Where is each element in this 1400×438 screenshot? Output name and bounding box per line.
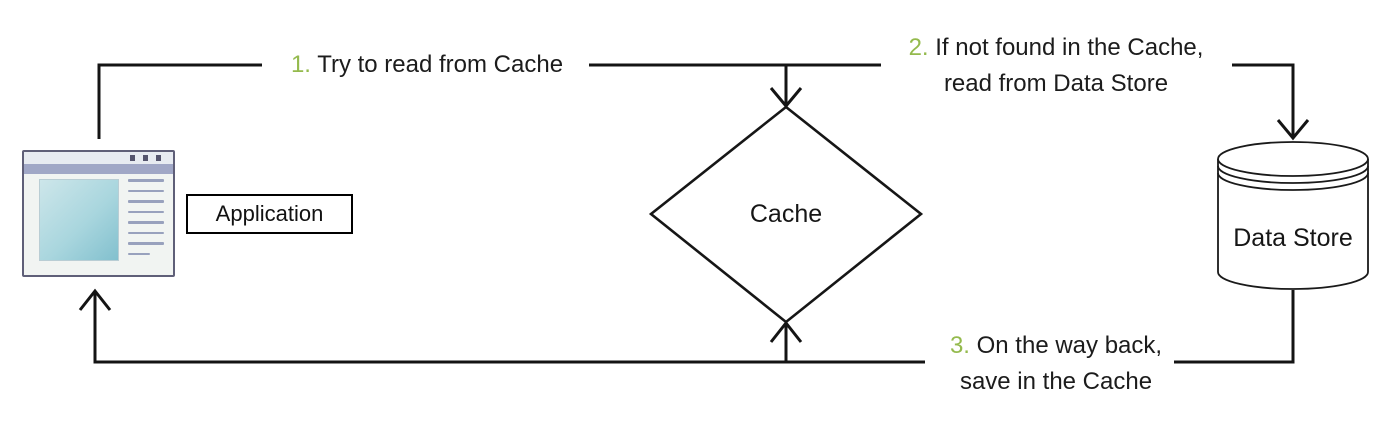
application-label-box: Application [186,194,353,234]
arrowhead-down-icon [1276,119,1310,141]
arrow-step3-segment-right [1174,290,1295,364]
database-body [1217,159,1369,290]
step2-line1: 2. If not found in the Cache, [878,30,1234,66]
step3-label: 3. On the way back, save in the Cache [878,328,1234,400]
arrowhead-down-icon [769,87,803,109]
window-control-dot-icon [130,155,135,161]
text-line-icon [128,200,164,203]
step2-label: 2. If not found in the Cache, read from … [878,30,1234,102]
text-line-icon [128,242,164,245]
window-content [24,174,173,274]
text-line-icon [128,252,150,255]
database-top [1217,141,1369,177]
step1-number: 1. [290,51,311,78]
window-control-dot-icon [143,155,148,161]
step3-line1: 3. On the way back, [878,328,1234,364]
arrow-step1-segment-left [97,63,262,139]
step2-number: 2. [908,34,929,61]
application-label: Application [215,201,324,226]
step3-number: 3. [949,332,970,359]
database-ring-1 [1217,165,1369,184]
step3-text-line1: On the way back, [976,332,1163,359]
database-icon [1217,141,1369,290]
step1-text: Try to read from Cache [317,51,564,78]
arrow-step3-segment-left [93,292,925,364]
step2-text-line1: If not found in the Cache, [935,34,1204,61]
step1-label: 1. Try to read from Cache [262,50,592,80]
text-line-icon [128,210,164,213]
application-window-icon [22,150,175,277]
window-control-dot-icon [156,155,161,161]
text-line-icon [128,221,164,224]
arrow-step2-segment [1232,63,1295,137]
arrow-step1-app-to-cache [97,63,881,139]
step2-text-line2: read from Data Store [943,70,1169,97]
window-titlebar [24,152,173,164]
window-text-lines [128,179,164,263]
text-line-icon [128,179,164,182]
arrowhead-up-icon [78,288,112,311]
database-ring-2 [1217,172,1369,191]
arrow-step2-cache-to-datastore [1232,63,1310,141]
window-content-pane [39,179,119,261]
cache-label: Cache [749,200,823,228]
step3-text-line2: save in the Cache [959,368,1153,395]
datastore-label: Data Store [1233,224,1353,252]
arrow-step3-datastore-to-app [78,288,1295,364]
text-line-icon [128,189,164,192]
text-line-icon [128,231,164,234]
arrowhead-up-icon [769,320,803,343]
window-toolbar-band [24,164,173,174]
